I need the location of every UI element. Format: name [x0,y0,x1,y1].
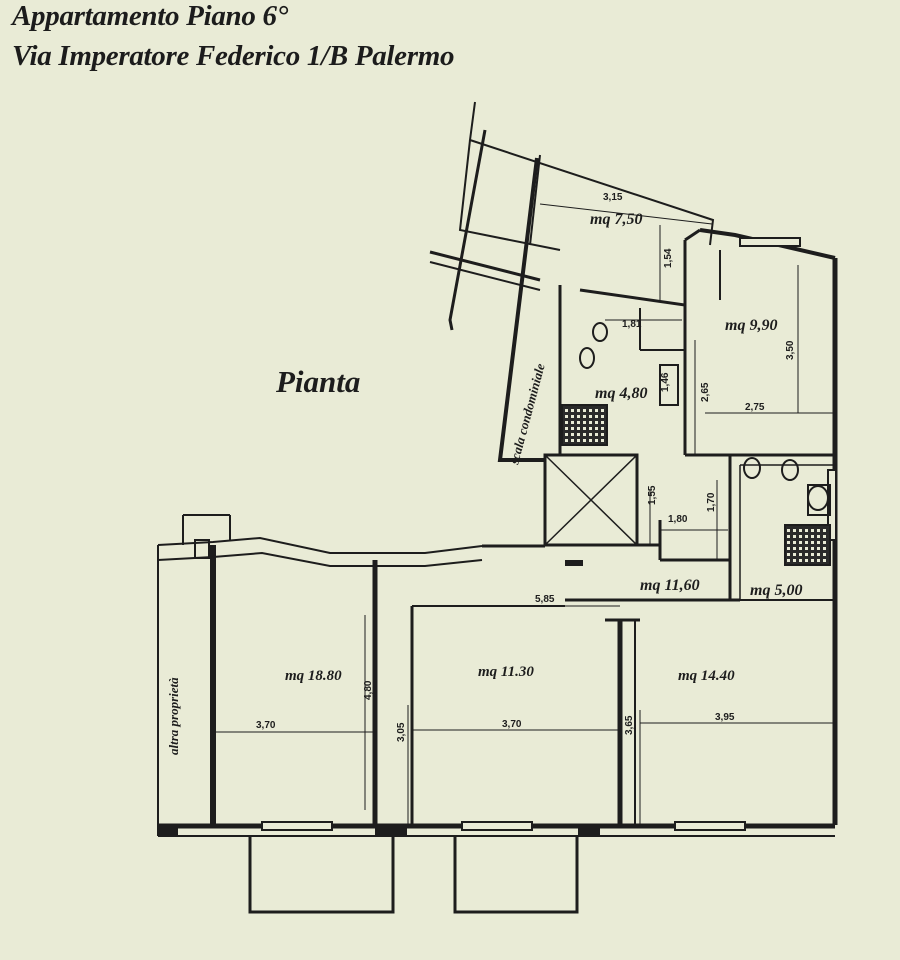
shower-tray-right [784,524,831,566]
room-area-left: mq 18.80 [285,668,342,684]
dim-mid-w: 3,70 [502,719,522,730]
corridor-wall-top [157,536,483,554]
room-area-bedroom-top: mq 9,90 [725,317,777,334]
room-area-mid: mq 11.30 [478,664,534,680]
dim-bed-h: 3,50 [785,340,796,360]
shower-tray-left [561,404,608,446]
plan-title: Pianta [275,364,360,399]
title-line-2: Via Imperatore Federico 1/B Palermo [12,40,455,72]
dim-terrace-w: 3,15 [603,192,623,203]
room-area-hall: mq 11,60 [640,577,700,594]
dim-bath-w: 1,81 [622,319,642,330]
bedroom-top-wall [699,228,836,260]
balcony-right [453,836,579,914]
stair-wall-right [497,157,545,462]
stair-wall-left [448,129,487,331]
label-other-property: altra proprietà [166,677,181,755]
dim-shaft-w: 1,80 [668,514,688,525]
dim-terrace-h: 1,54 [663,248,674,268]
dim-hall-h: 1,70 [706,492,717,512]
dim-shaft-h: 1,55 [647,485,658,505]
title-line-1: Appartamento Piano 6° [12,0,288,32]
dimension-lines [213,203,835,826]
bath-small-walls [579,288,687,385]
dim-bath-h: 1,46 [660,372,671,392]
dim-corr-h: 2,65 [700,382,711,402]
dim-bed-w: 2,75 [745,402,765,413]
room-area-right: mq 14.40 [678,668,735,684]
room-area-terrace: mq 7,50 [590,211,642,228]
elevator-shaft [543,453,639,547]
dim-hall-w: 5,85 [535,594,555,605]
dim-mid-h: 3,05 [396,722,407,742]
label-stair: scala condominiale [506,362,548,467]
sanitary-fixtures [579,322,831,516]
dim-left-w: 3,70 [256,720,276,731]
dim-left-h: 4,80 [363,680,374,700]
room-area-bath-small: mq 4,80 [595,385,647,402]
dim-right-w: 3,95 [715,712,735,723]
room-area-bath-right: mq 5,00 [750,582,802,599]
corridor-wall-bottom [157,551,483,567]
balcony-left [248,836,395,914]
dim-right-h: 3,65 [624,715,635,735]
